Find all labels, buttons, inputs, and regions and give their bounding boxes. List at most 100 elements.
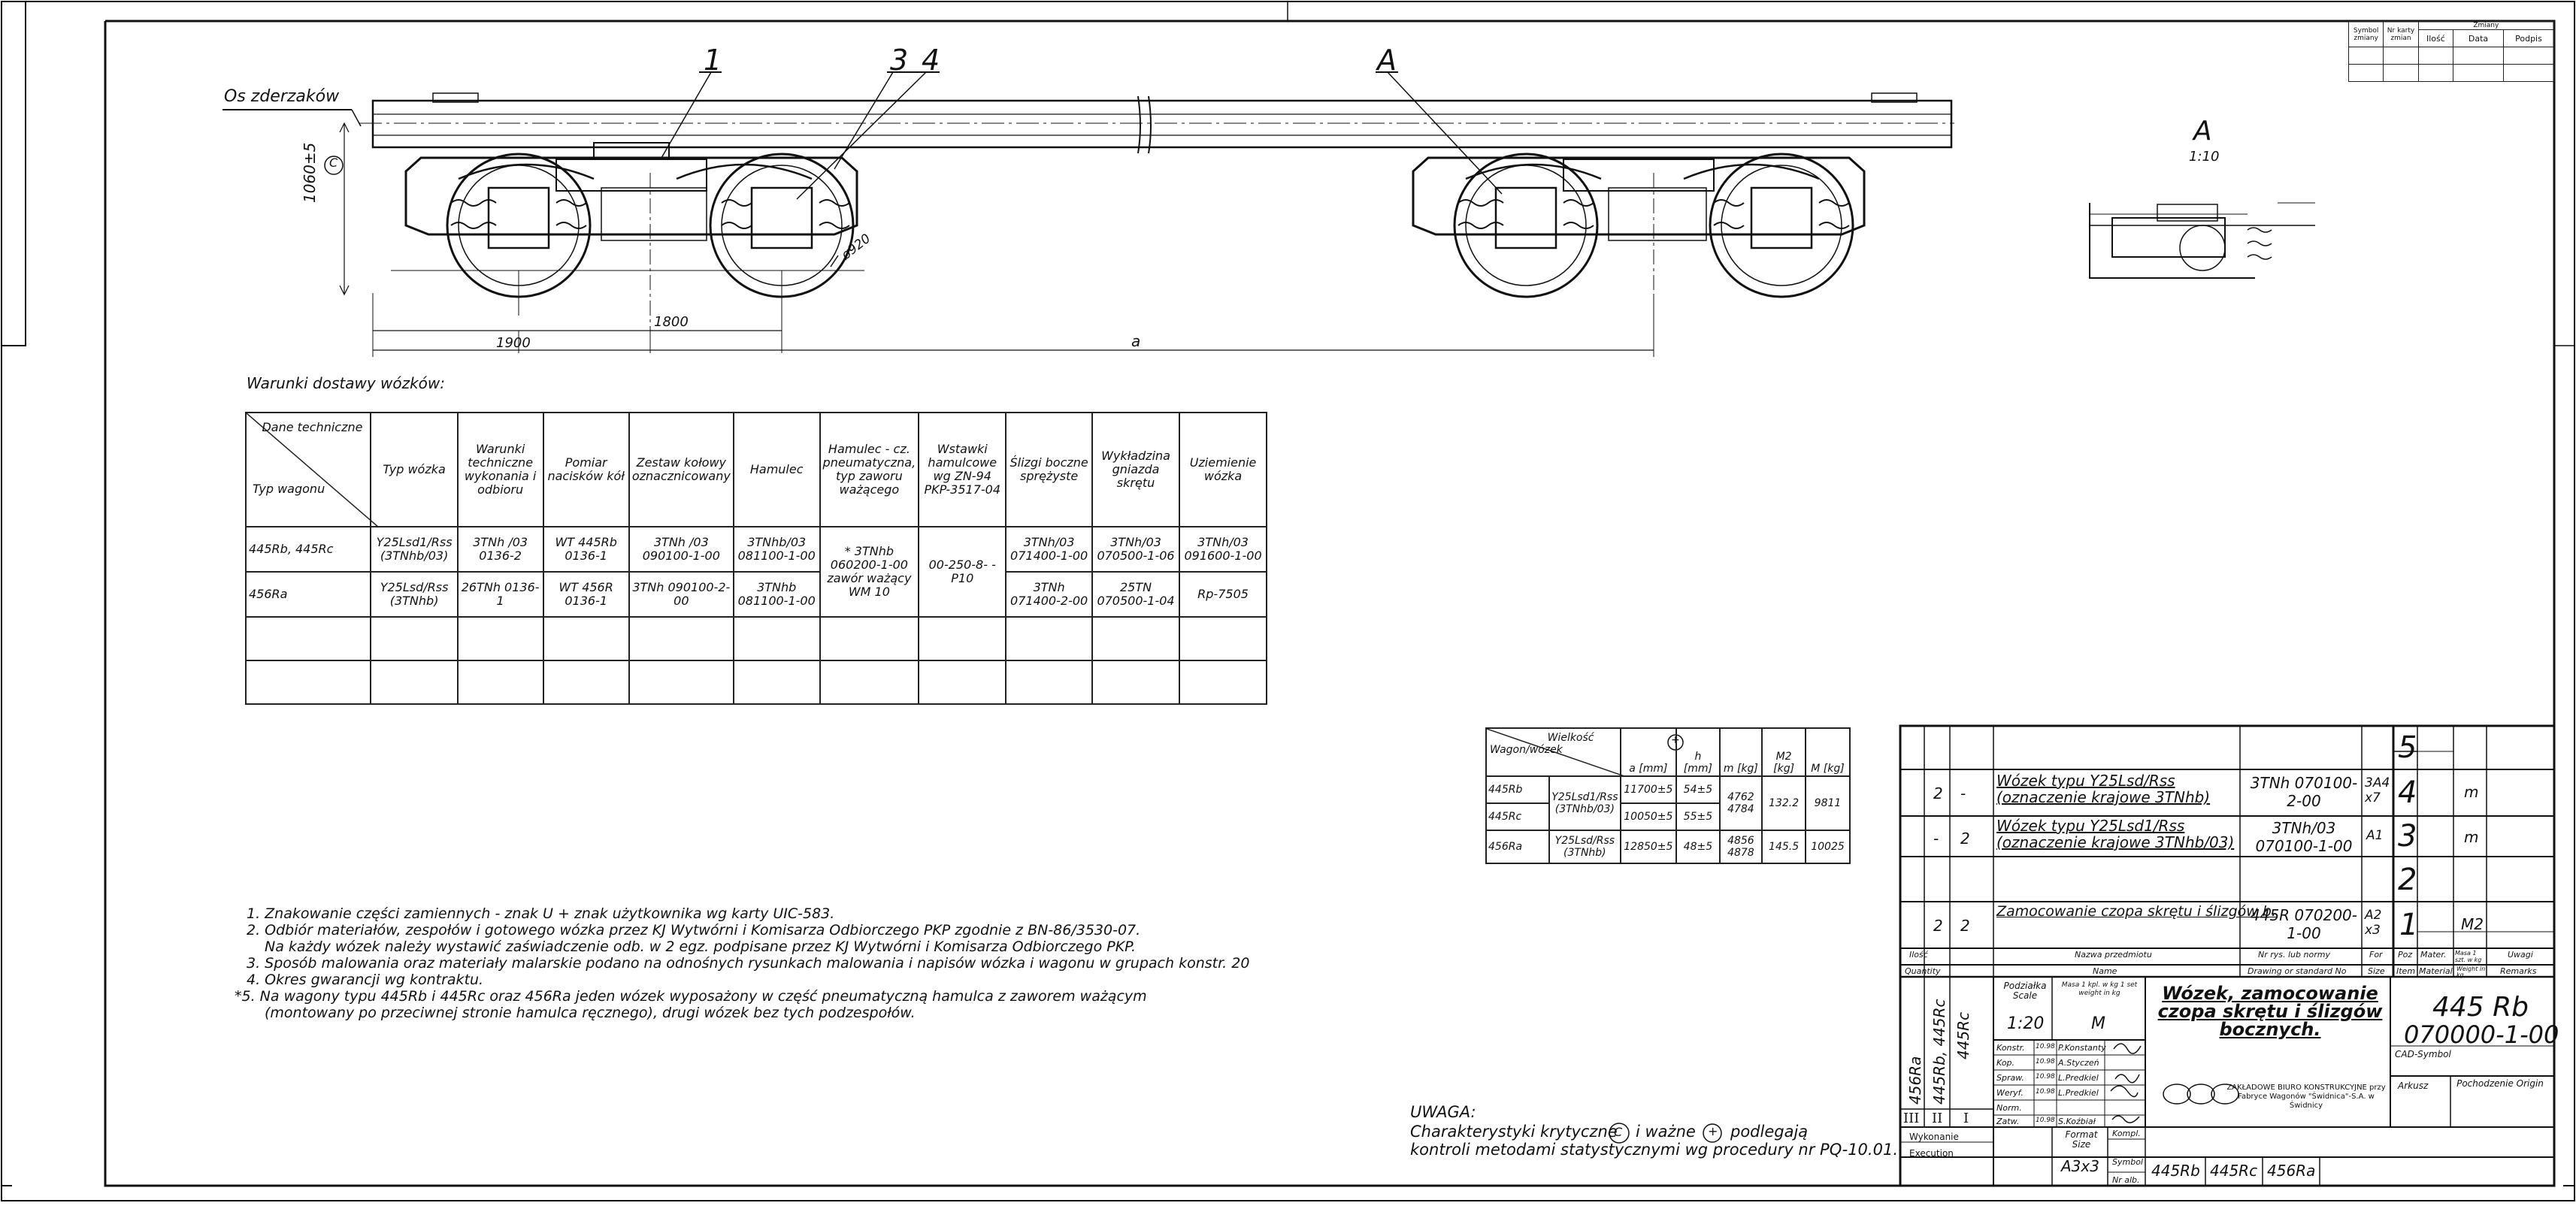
corner-diagonal: [247, 413, 379, 527]
header-brake: Hamulec: [732, 412, 821, 527]
cell: 3TNh/03 070500-1-06: [1091, 526, 1181, 573]
ph-fmt: For: [2369, 950, 2383, 960]
dims-M: 9811: [1804, 775, 1851, 831]
role-label: Kop.: [1996, 1058, 2015, 1068]
callout-4: 4: [922, 44, 940, 77]
cell: 3TNhb 081100-1-00: [732, 571, 821, 618]
corner-diagonal: [1487, 729, 1627, 777]
ph-qty-en: Quantity: [1905, 966, 1941, 976]
critical-symbol-icon: C: [1614, 1125, 1623, 1139]
part-material: M2: [2461, 915, 2484, 933]
mass-label: Masa 1 kpl. w kg 1 set weight in kg: [2061, 981, 2138, 997]
role-label: Konstr.: [1996, 1043, 2025, 1053]
dims-header-a: a [mm]: [1619, 727, 1678, 777]
part-format: 3A4 x7: [2365, 775, 2390, 805]
cell: Y25Lsd1/Rss (3TNhb/03): [370, 526, 459, 573]
callout-1: 1: [704, 44, 722, 77]
cell: Y25Lsd/Rss (3TNhb): [370, 571, 459, 618]
ph-rem-en: Remarks: [2500, 966, 2537, 976]
dims-h: 48±5: [1675, 830, 1721, 864]
part-drawing-no: 3TNh 070100-2-00: [2250, 774, 2358, 810]
ph-no-en: Drawing or standard No: [2248, 966, 2347, 976]
execution-label: Wykonanie Execution: [1909, 1132, 1959, 1159]
header-wheel-load: Pomiar nacisków kół: [542, 412, 630, 527]
format-label: Format Size: [2065, 1129, 2098, 1150]
cell: Rp-7505: [1179, 571, 1267, 618]
part-qty: 2: [1933, 917, 1943, 935]
dims-wagon: 456Ra: [1485, 830, 1551, 864]
revision-table: Symbol zmiany Nr karty zmian Zmiany Iloś…: [2347, 21, 2555, 82]
role-date: 10.98: [2036, 1088, 2055, 1096]
dims-header-m: m [kg]: [1718, 727, 1763, 777]
part-qty: 2: [1933, 784, 1943, 802]
uwaga-line1c: podlegają: [1730, 1123, 1809, 1141]
conditions-title: Warunki dostawy wózków:: [247, 374, 446, 392]
part-drawing-no: 3TNh/03 070100-1-00: [2255, 819, 2353, 855]
part-pos-3: 3: [2398, 819, 2417, 854]
cell: WT 456R 0136-1: [542, 571, 630, 618]
dims-header-h: h [mm]: [1675, 727, 1721, 777]
callout-3: 3: [890, 44, 909, 77]
callout-a: A: [1377, 44, 1397, 77]
drawing-title: Wózek, zamocowanie czopa skrętu i ślizgó…: [2157, 983, 2383, 1040]
dims-m: 4762 4784: [1718, 775, 1763, 831]
cell: 3TNhb/03 081100-1-00: [732, 526, 821, 573]
corner-bottom-label: Typ wagonu: [253, 482, 325, 496]
note-3: 3. Sposób malowania oraz materiały malar…: [247, 955, 1250, 972]
dims-wagon: 445Rb: [1485, 775, 1551, 804]
scale-label: Podziałka Scale: [2003, 981, 2047, 1001]
ph-mat-en: Material: [2419, 966, 2453, 976]
ph-fmt-en: Size: [2368, 966, 2385, 976]
conditions-corner-cell: Dane techniczne Typ wagonu: [244, 412, 379, 527]
role-name: L.Predkiel: [2058, 1073, 2099, 1083]
part-material: m: [2464, 783, 2479, 801]
dims-bogie: Y25Lsd1/Rss (3TNhb/03): [1548, 775, 1621, 831]
part-name: Wózek typu Y25Lsd1/Rss (oznaczenie krajo…: [1996, 817, 2235, 851]
part-drawing-no: 445R 070200-1-00: [2251, 906, 2357, 942]
header-side-bearers: Ślizgi boczne sprężyste: [1005, 412, 1093, 527]
dims-a: 11700±5: [1619, 775, 1678, 804]
variant-label: I: [1963, 1111, 1969, 1126]
header-liner: Wykładzina gniazda skrętu: [1091, 412, 1181, 527]
part-qty: 2: [1960, 917, 1970, 935]
dims-corner-top: Wielkość: [1547, 732, 1594, 744]
cad-label: CAD-Symbol: [2395, 1049, 2451, 1059]
ph-mass-en: Weight in kg: [2456, 966, 2486, 978]
cell: 3TNh 071400-2-00: [1005, 571, 1093, 618]
ph-no: Nr rys. lub normy: [2258, 950, 2330, 960]
cell: WT 445Rb 0136-1: [542, 526, 630, 573]
origin-label: Pochodzenie Origin: [2456, 1078, 2544, 1089]
wagon-type-vertical: 445Rb, 445Rc: [1930, 999, 1948, 1105]
buffer-axis-label: Os zderzaków: [224, 87, 340, 106]
ph-rem: Uwagi: [2508, 950, 2533, 960]
view-a-scale: 1:10: [2189, 149, 2220, 165]
cell: 3TNh /03 0136-2: [456, 526, 544, 573]
dims-a: 12850±5: [1619, 830, 1678, 864]
row-wagon: 445Rb, 445Rc: [244, 526, 372, 573]
role-label: Norm.: [1996, 1103, 2022, 1113]
part-qty: -: [1933, 830, 1939, 848]
dims-a: 10050±5: [1619, 802, 1678, 831]
ph-pos: Poz: [2398, 950, 2413, 960]
kompl-label: Kompl.: [2112, 1129, 2141, 1138]
note-1: 1. Znakowanie części zamiennych - znak U…: [247, 905, 835, 922]
role-date: 10.98: [2036, 1043, 2055, 1050]
dims-m2: 145.5: [1761, 830, 1806, 864]
role-date: 10.98: [2036, 1058, 2055, 1065]
symbol-value: 445Rc: [2210, 1162, 2258, 1180]
dims-M: 10025: [1804, 830, 1851, 864]
role-label: Spraw.: [1996, 1073, 2025, 1083]
cell: 25TN 070500-1-04: [1091, 571, 1181, 618]
ph-mat: Mater.: [2420, 950, 2447, 960]
dims-m2: 132.2: [1761, 775, 1806, 831]
part-qty: 2: [1960, 830, 1970, 848]
dims-bogie: Y25Lsd/Rss (3TNhb): [1548, 830, 1621, 864]
header-wheelset: Zestaw kołowy oznacznicowany: [628, 412, 734, 527]
important-symbol-icon: +: [1708, 1124, 1718, 1138]
part-format: A1: [2366, 828, 2384, 843]
ph-name: Nazwa przedmiotu: [2075, 950, 2152, 960]
dims-corner-cell: Wielkość Wagon/wózek: [1485, 727, 1627, 777]
part-pos-2: 2: [2398, 863, 2417, 897]
part-qty: -: [1960, 784, 1966, 802]
